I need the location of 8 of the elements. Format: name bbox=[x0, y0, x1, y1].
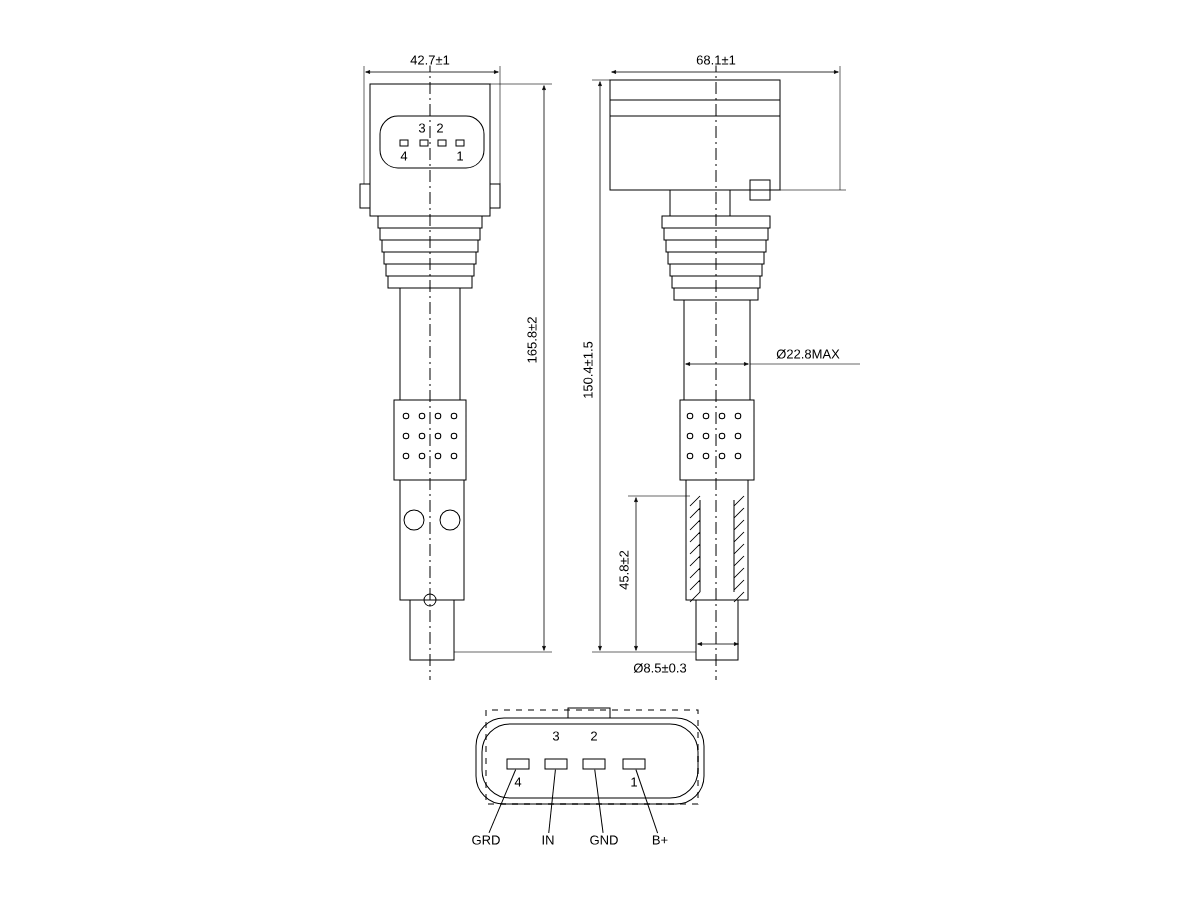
leader-line bbox=[594, 769, 604, 834]
pin-terminal bbox=[622, 758, 646, 770]
leader-line bbox=[635, 769, 659, 834]
pin-terminal bbox=[582, 758, 606, 770]
pin-terminal bbox=[544, 758, 568, 770]
leader-line bbox=[548, 769, 556, 834]
pin-terminal bbox=[506, 758, 530, 770]
leader-line bbox=[488, 769, 517, 834]
